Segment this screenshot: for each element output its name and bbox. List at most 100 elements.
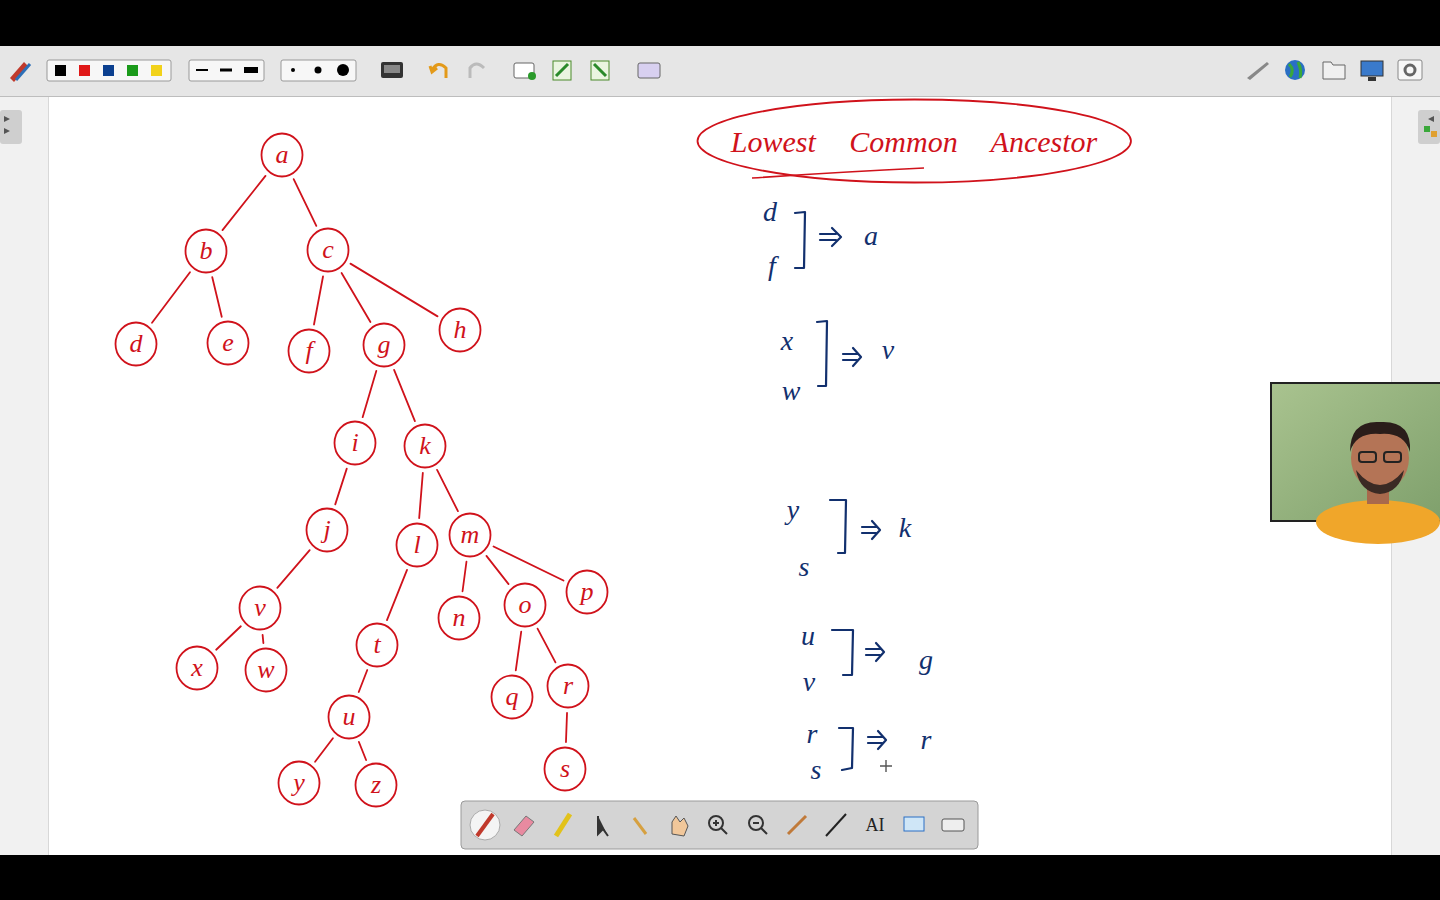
note-letter: d [763, 197, 777, 228]
node-letter: h [454, 316, 467, 345]
title-ellipse: Lowest Common Ancestor [696, 98, 1132, 184]
node-letter: a [276, 141, 289, 170]
tree-edge [152, 272, 190, 322]
tree-node: s [543, 746, 587, 792]
node-letter: l [413, 531, 420, 560]
bracket-arrows [795, 212, 886, 770]
tree-edge [486, 556, 508, 584]
node-letter: v [254, 594, 266, 623]
note-letter: r [921, 725, 932, 756]
node-letter: j [323, 516, 330, 545]
node-letter: y [293, 769, 305, 798]
title-text: Lowest Common Ancestor [731, 125, 1097, 158]
toolbar-icons [4, 60, 1437, 137]
bottom-bar [0, 855, 1440, 900]
tree-node: q [490, 674, 534, 720]
note-letter: f [768, 251, 776, 282]
node-letter: z [371, 771, 381, 800]
node-letter: w [257, 656, 274, 685]
tree-edge [538, 629, 556, 663]
note-letter: w [782, 376, 801, 407]
tree-node: k [403, 423, 447, 469]
tree-node: r [546, 663, 590, 709]
tree-node: p [565, 569, 609, 615]
tree-node: m [448, 512, 492, 558]
tree-edge [216, 626, 241, 650]
node-letter: e [222, 329, 234, 358]
tree-edge [387, 570, 407, 620]
tree-edge [314, 276, 323, 324]
tree-edge [294, 179, 317, 226]
tree-edge [419, 473, 423, 518]
tree-edge [223, 176, 266, 230]
note-letter: r [807, 719, 818, 750]
tree-edge [363, 371, 377, 417]
tree-edge [463, 562, 467, 592]
tree-node: t [355, 622, 399, 668]
node-letter: q [506, 683, 519, 712]
side-tab [0, 110, 22, 144]
tree-node: d [114, 321, 158, 367]
tree-node: l [395, 522, 439, 568]
tree-edge [516, 632, 521, 671]
node-letter: b [200, 237, 213, 266]
note-letter: s [811, 755, 822, 786]
tree-edge [566, 713, 567, 742]
node-letter: x [191, 654, 203, 683]
tree-node: e [206, 320, 250, 366]
tree-node: o [503, 582, 547, 628]
note-letter: x [781, 326, 793, 357]
note-letter: g [919, 645, 933, 676]
note-letter: k [899, 513, 911, 544]
note-letter: y [787, 495, 799, 526]
tree-node: g [362, 322, 406, 368]
tree-node: v [238, 585, 282, 631]
tree-node: j [305, 507, 349, 553]
node-letter: o [519, 591, 532, 620]
tree-edge [437, 470, 458, 511]
toolbar [0, 46, 1440, 97]
tree-node: a [260, 132, 304, 178]
note-letter: v [803, 667, 815, 698]
tree-edge [359, 742, 366, 760]
node-letter: c [322, 236, 334, 265]
side-tab [1418, 110, 1440, 144]
node-letter: d [130, 330, 143, 359]
tool-icon-text: AI [866, 816, 885, 836]
tree-edge [350, 264, 437, 317]
tree-edge [394, 370, 415, 421]
node-letter: m [461, 521, 480, 550]
canvas [48, 97, 1392, 855]
tree-node: x [175, 645, 219, 691]
tree-node: y [277, 760, 321, 806]
webcam [1271, 383, 1440, 544]
bottom-toolbar [461, 801, 978, 849]
tree-edge [359, 670, 368, 692]
node-letter: p [581, 578, 594, 607]
tree-node: w [244, 647, 288, 693]
node-letter: f [305, 337, 312, 366]
tree-node: b [184, 228, 228, 274]
node-letter: g [378, 331, 391, 360]
top-bar [0, 0, 1440, 46]
tree-edge [262, 635, 265, 643]
tree-node: i [333, 420, 377, 466]
tree-node: z [354, 762, 398, 808]
node-letter: t [373, 631, 380, 660]
node-letter: n [453, 604, 466, 633]
tree-edge [212, 277, 221, 317]
node-letter: s [560, 755, 570, 784]
cursor-cross [880, 760, 892, 772]
tree-node: u [327, 694, 371, 740]
node-letter: u [343, 703, 356, 732]
tree-node: n [437, 595, 481, 641]
tree-edge [494, 546, 564, 580]
tree-node: f [287, 328, 331, 374]
node-letter: r [563, 672, 573, 701]
tree-edge [342, 273, 371, 322]
tree-node: c [306, 227, 350, 273]
note-letter: u [801, 621, 815, 652]
